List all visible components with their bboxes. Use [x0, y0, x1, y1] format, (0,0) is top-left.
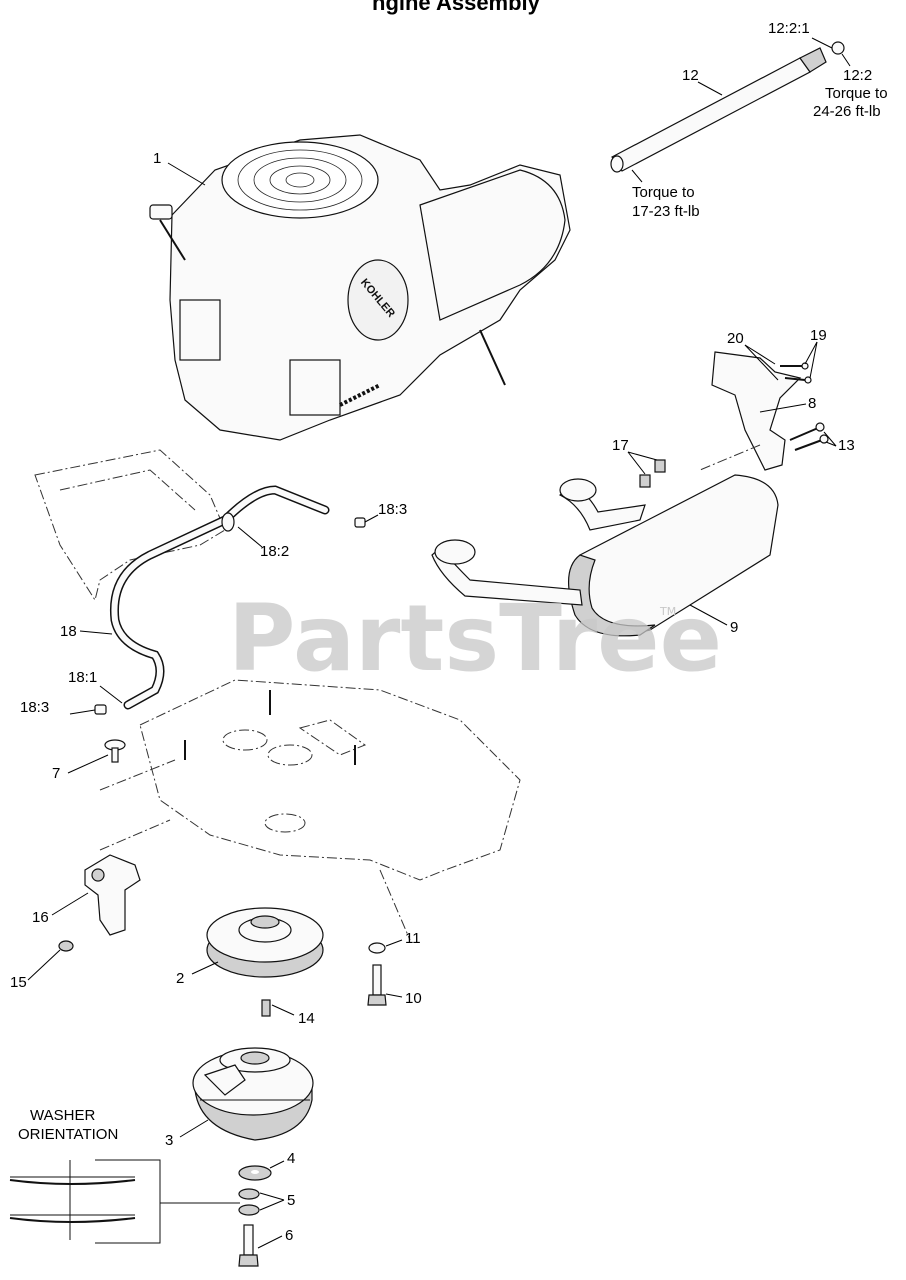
washer-part-11[interactable] [368, 942, 386, 954]
callout-10: 10 [405, 990, 422, 1007]
callout-2: 2 [176, 970, 184, 987]
callout-7: 7 [52, 765, 60, 782]
callout-11: 11 [405, 930, 421, 947]
callout-6: 6 [285, 1227, 293, 1244]
callout-12-2-1: 12:2:1 [768, 20, 810, 37]
callout-12: 12 [682, 67, 699, 84]
callout-1: 1 [153, 150, 161, 167]
callout-8: 8 [808, 395, 816, 412]
callout-3: 3 [165, 1132, 173, 1149]
fasteners-13[interactable] [789, 422, 829, 451]
callout-4: 4 [287, 1150, 295, 1167]
callout-13: 13 [838, 437, 855, 454]
callout-18: 18 [60, 623, 77, 640]
washer-orientation-detail [9, 1159, 240, 1244]
washers-part-5[interactable] [238, 1188, 260, 1216]
callout-9: 9 [730, 619, 738, 636]
callout-18-1: 18:1 [68, 669, 97, 686]
torque-note-12-2-line1: Torque to [825, 85, 888, 102]
clutch-part-3[interactable] [192, 1047, 314, 1141]
diagram-title: ngine Assembly [372, 0, 541, 15]
engine-deck-plate-outline [99, 679, 521, 941]
bolt-part-6[interactable] [238, 1224, 259, 1267]
watermark-text: PartsTree [228, 585, 722, 692]
washer-orientation-title-line2: ORIENTATION [18, 1126, 118, 1143]
washer-orientation-title-line1: WASHER [30, 1107, 95, 1124]
tube-part-12[interactable] [610, 41, 845, 173]
bracket-part-16[interactable] [84, 854, 141, 936]
pulley-part-2[interactable] [206, 907, 324, 978]
callout-5: 5 [287, 1192, 295, 1209]
torque-note-12-2-line2: 24-26 ft-lb [813, 103, 881, 120]
engine-part[interactable]: KOHLER [149, 134, 571, 441]
washer-part-4[interactable] [238, 1165, 272, 1181]
hose-part-18[interactable] [94, 485, 366, 715]
callout-19: 19 [810, 327, 827, 344]
torque-note-12-line2: 17-23 ft-lb [632, 203, 700, 220]
callout-18-2: 18:2 [260, 543, 289, 560]
nut-part-15[interactable] [58, 940, 74, 952]
callout-20: 20 [727, 330, 744, 347]
frame-outline-upper [34, 449, 226, 602]
callout-17: 17 [612, 437, 629, 454]
callout-14: 14 [298, 1010, 315, 1027]
callout-16: 16 [32, 909, 49, 926]
bolt-part-10[interactable] [367, 964, 387, 1006]
watermark-tm: TM [659, 605, 676, 618]
callout-18-3-left: 18:3 [20, 699, 49, 716]
callout-18-3-top: 18:3 [378, 501, 407, 518]
muffler-bracket-part-8[interactable] [711, 351, 802, 471]
callout-15: 15 [10, 974, 27, 991]
torque-note-12-line1: Torque to [632, 184, 695, 201]
muffler-part-9[interactable] [431, 474, 779, 637]
fasteners-17[interactable] [639, 459, 666, 488]
key-part-14[interactable] [261, 999, 271, 1017]
pin-part-7[interactable] [104, 739, 126, 763]
callout-12-2: 12:2 [843, 67, 872, 84]
